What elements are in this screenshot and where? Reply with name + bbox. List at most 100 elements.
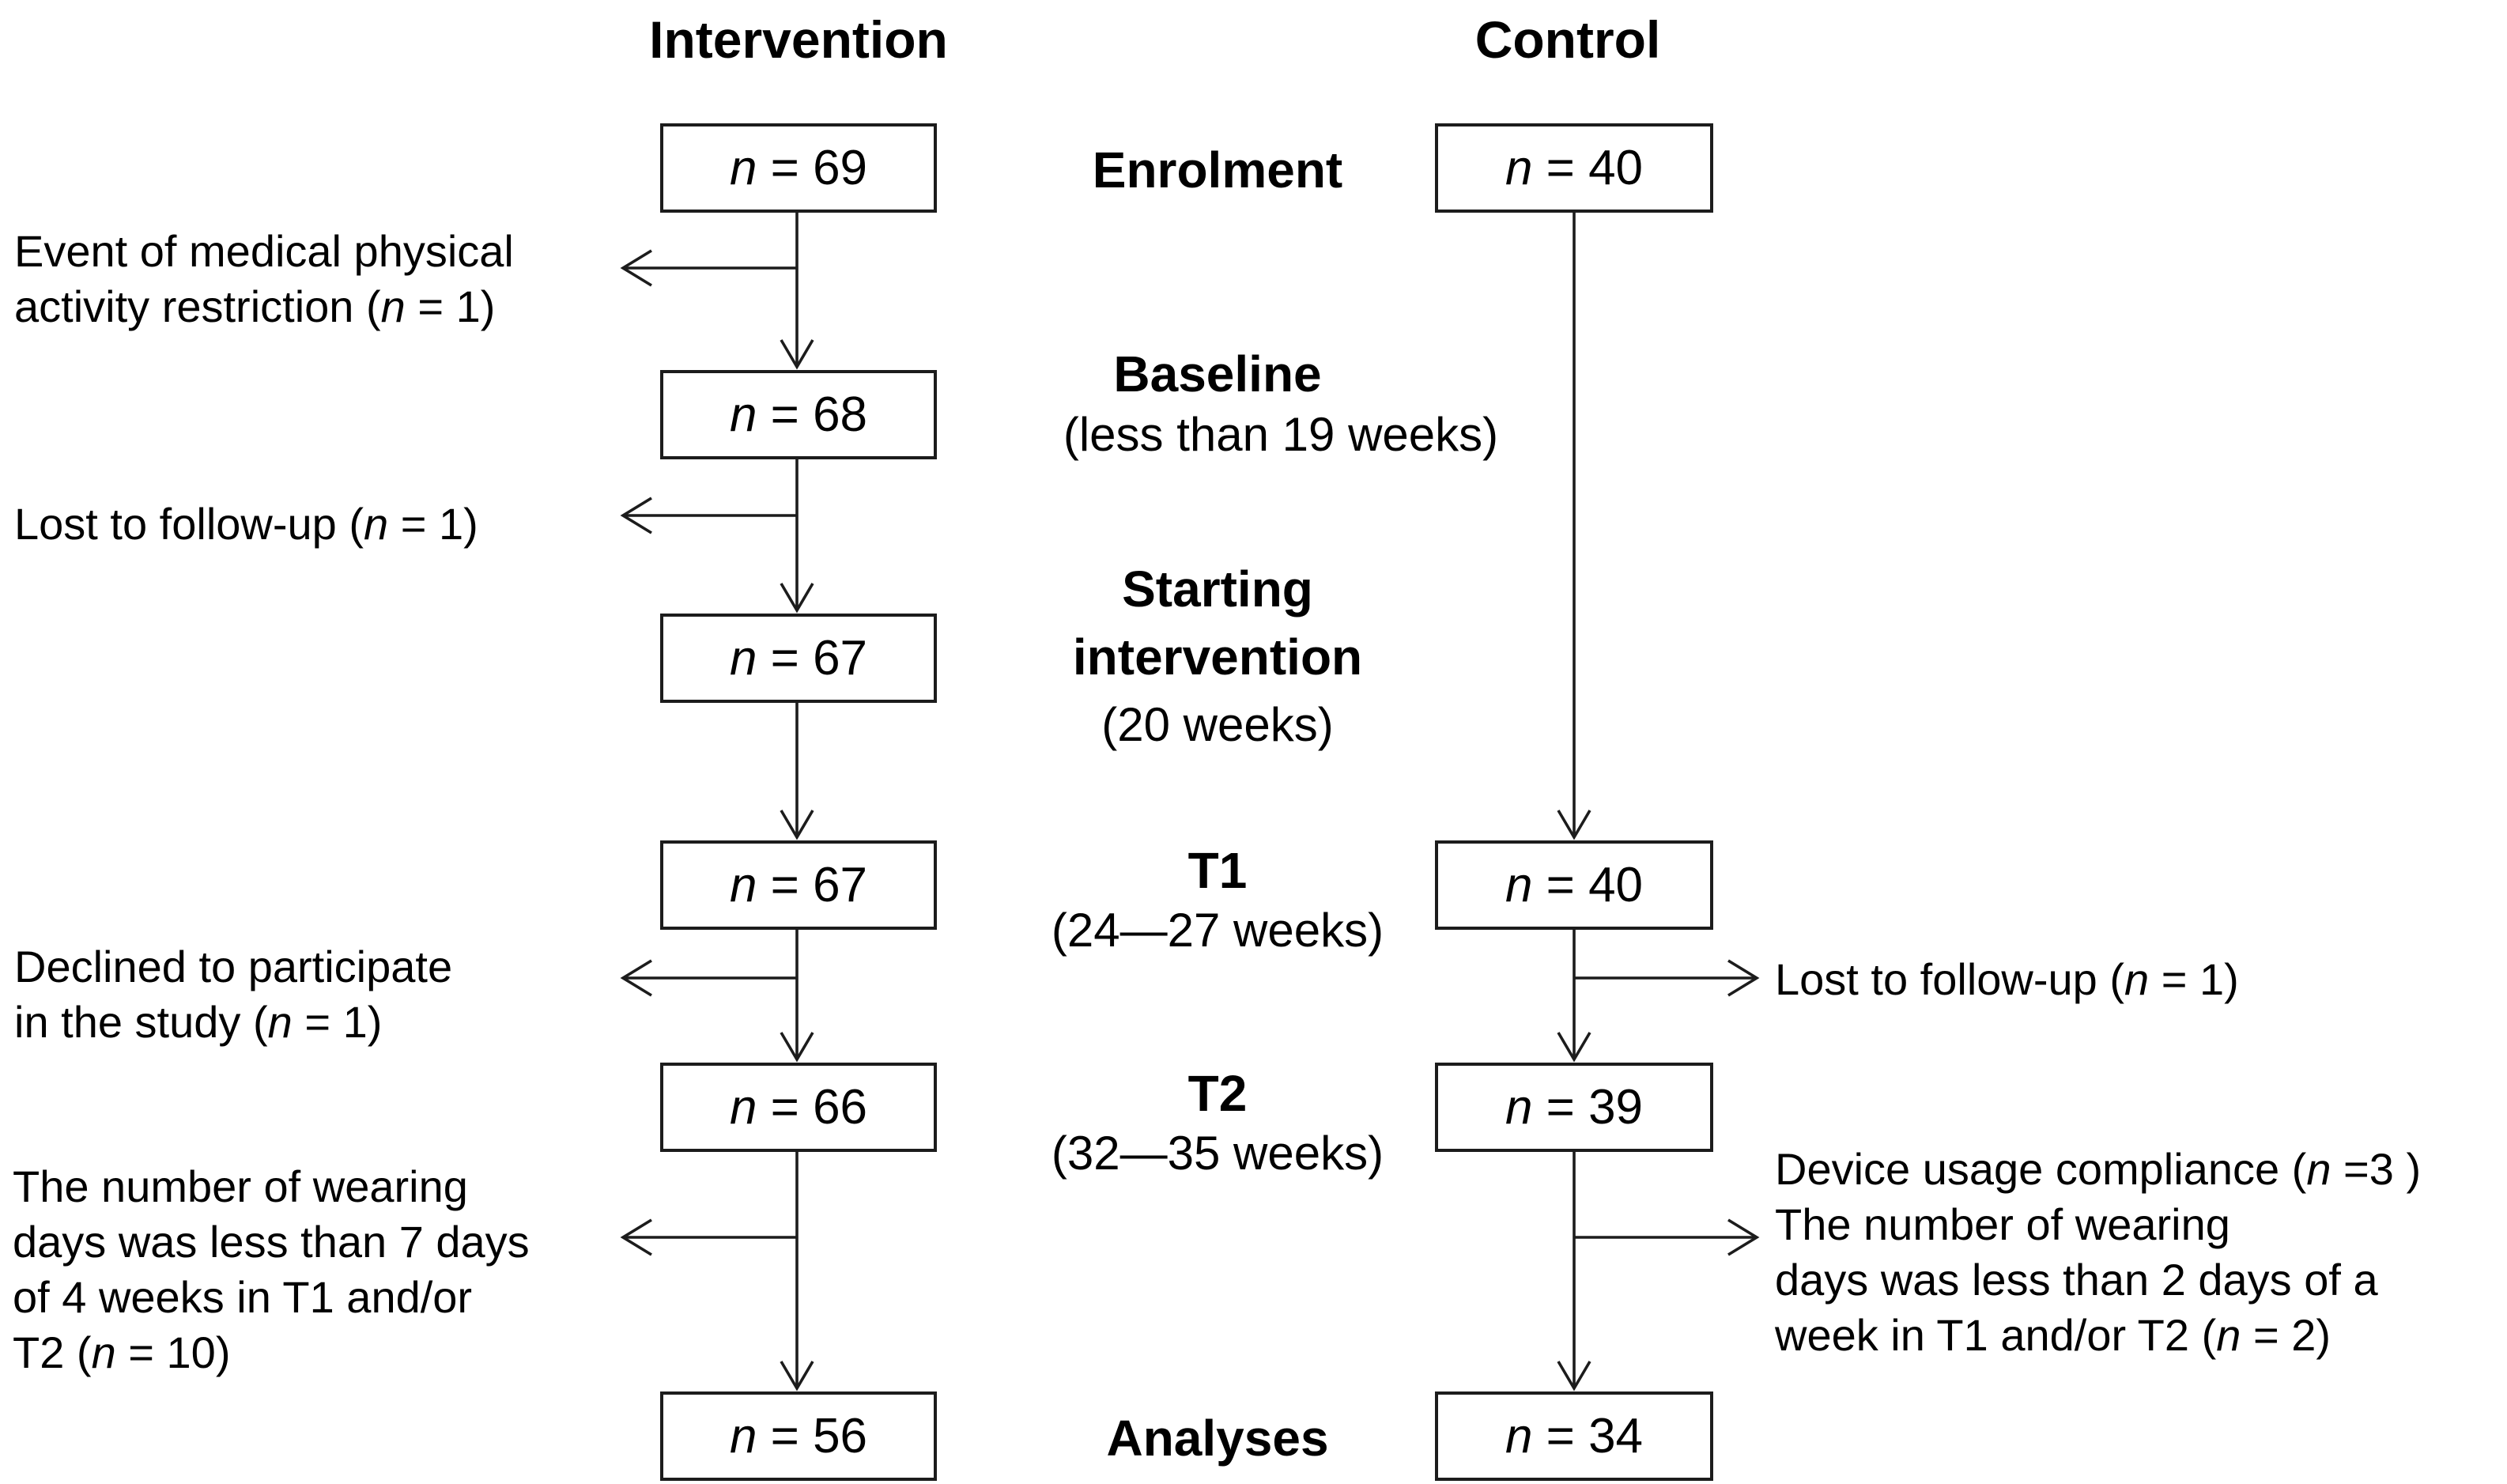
annotation-text: activity restriction ( [14,281,381,331]
n-value: = 40 [1532,858,1644,912]
n-value: = 67 [757,631,868,685]
flow-box-intervention-t2: n = 66 [660,1063,937,1152]
column-header-intervention: Intervention [649,10,948,69]
annotation-text: = 1) [405,281,496,331]
n-value: = 40 [1532,141,1644,195]
stage-label-analyses-line-1: Analyses [1106,1410,1329,1467]
arrow-control-2-head [1557,1032,1591,1063]
annotation-wearing-days-intervention-line-1: The number of wearing [13,1159,530,1214]
annotation-device-compliance-control-line-4: week in T1 and/or T2 (n = 2) [1775,1308,2421,1363]
arrow-branch-left-4-head [620,1218,652,1256]
stage-label-t2-line-2: (32—35 weeks) [1051,1127,1384,1180]
flow-box-intervention-baseline: n = 68 [660,370,937,459]
stage-label-t2-line-1: T2 [1187,1065,1248,1122]
arrow-branch-left-3-head [620,959,652,997]
n-symbol: n [267,997,293,1047]
annotation-device-compliance-control: Device usage compliance (n =3 )The numbe… [1775,1142,2421,1363]
n-symbol: n [729,387,757,442]
n-symbol: n [1505,1080,1533,1135]
n-symbol: n [380,281,406,331]
annotation-text: = 1) [2149,954,2239,1004]
annotation-wearing-days-intervention: The number of wearing days was less than … [13,1159,530,1380]
annotation-text: Declined to participate [14,942,453,991]
stage-label-starting-intervention-line-2: intervention [1072,629,1363,685]
n-symbol: n [729,1080,757,1135]
annotation-text: days was less than 2 days of a [1775,1255,2378,1305]
annotation-device-compliance-control-line-3: days was less than 2 days of a [1775,1252,2421,1308]
arrow-branch-left-1-head [620,249,652,287]
annotation-text: = 1) [292,997,383,1047]
n-symbol: n [2306,1144,2331,1194]
n-symbol: n [1505,141,1533,195]
stage-label-baseline-line-1: Baseline [1113,346,1322,402]
annotation-text: days was less than 7 days [13,1217,530,1267]
arrow-intervention-2-head [780,583,814,614]
annotation-wearing-days-intervention-line-2: days was less than 7 days [13,1214,530,1270]
n-symbol: n [2124,954,2150,1004]
stage-label-enrolment-line-1: Enrolment [1092,142,1343,198]
annotation-text: The number of wearing [1775,1199,2230,1249]
column-header-control: Control [1474,10,1661,69]
annotation-medical-restriction-line-1: Event of medical physical [14,224,514,279]
arrow-intervention-3-head [780,810,814,840]
n-symbol: n [363,499,389,549]
n-symbol: n [729,141,757,195]
n-symbol: n [2216,1310,2241,1360]
annotation-text: week in T1 and/or T2 ( [1775,1310,2217,1360]
annotation-wearing-days-intervention-line-3: of 4 weeks in T1 and/or [13,1270,530,1325]
annotation-text: = 2) [2241,1310,2331,1360]
arrow-control-1-head [1557,810,1591,840]
stage-label-starting-intervention-line-1: Starting [1122,561,1313,617]
n-symbol: n [729,858,757,912]
n-value: = 34 [1532,1409,1644,1463]
arrow-control-3-head [1557,1361,1591,1391]
annotation-text: The number of wearing [13,1161,468,1211]
annotation-text: Lost to follow-up ( [14,499,364,549]
arrow-branch-right-1-head [1727,959,1760,997]
annotation-declined-to-participate: Declined to participate in the study (n =… [14,939,452,1050]
n-symbol: n [91,1327,116,1377]
flow-box-control-enrolment: n = 40 [1435,123,1713,213]
n-symbol: n [729,631,757,685]
flow-box-intervention-starting-intervention: n = 67 [660,614,937,703]
stage-label-t1-line-1: T1 [1187,842,1248,899]
n-value: = 39 [1532,1080,1644,1135]
arrow-branch-left-2-head [620,497,652,534]
n-value: = 69 [757,141,868,195]
annotation-text: = 10) [115,1327,231,1377]
annotation-device-compliance-control-line-2: The number of wearing [1775,1197,2421,1252]
flow-box-intervention-enrolment: n = 69 [660,123,937,213]
annotation-text: Device usage compliance ( [1775,1144,2307,1194]
stage-label-t1-line-2: (24—27 weeks) [1051,904,1384,957]
annotation-text: Lost to follow-up ( [1775,954,2124,1004]
arrow-intervention-5-head [780,1361,814,1391]
n-value: = 66 [757,1080,868,1135]
annotation-text: of 4 weeks in T1 and/or [13,1272,473,1322]
annotation-lost-to-follow-up-control: Lost to follow-up (n = 1) [1775,952,2239,1007]
stage-label-baseline-line-2: (less than 19 weeks) [1063,408,1499,461]
flow-box-intervention-analyses: n = 56 [660,1391,937,1481]
annotation-text: = 1) [388,499,478,549]
flow-box-control-analyses: n = 34 [1435,1391,1713,1481]
n-value: = 56 [757,1409,868,1463]
n-value: = 68 [757,387,868,442]
n-symbol: n [729,1409,757,1463]
stage-label-starting-intervention-line-3: (20 weeks) [1101,698,1334,751]
annotation-lost-to-follow-up-baseline-line-1: Lost to follow-up (n = 1) [14,497,478,552]
n-symbol: n [1505,1409,1533,1463]
annotation-medical-restriction-line-2: activity restriction (n = 1) [14,279,514,334]
flow-box-control-t2: n = 39 [1435,1063,1713,1152]
annotation-device-compliance-control-line-1: Device usage compliance (n =3 ) [1775,1142,2421,1197]
arrow-branch-right-2-head [1727,1218,1760,1256]
annotation-text: Event of medical physical [14,226,514,276]
annotation-lost-to-follow-up-control-line-1: Lost to follow-up (n = 1) [1775,952,2239,1007]
annotation-text: in the study ( [14,997,268,1047]
annotation-text: =3 ) [2331,1144,2422,1194]
annotation-text: T2 ( [13,1327,92,1377]
flow-box-control-t1: n = 40 [1435,840,1713,930]
annotation-declined-to-participate-line-1: Declined to participate [14,939,452,995]
annotation-lost-to-follow-up-baseline: Lost to follow-up (n = 1) [14,497,478,552]
